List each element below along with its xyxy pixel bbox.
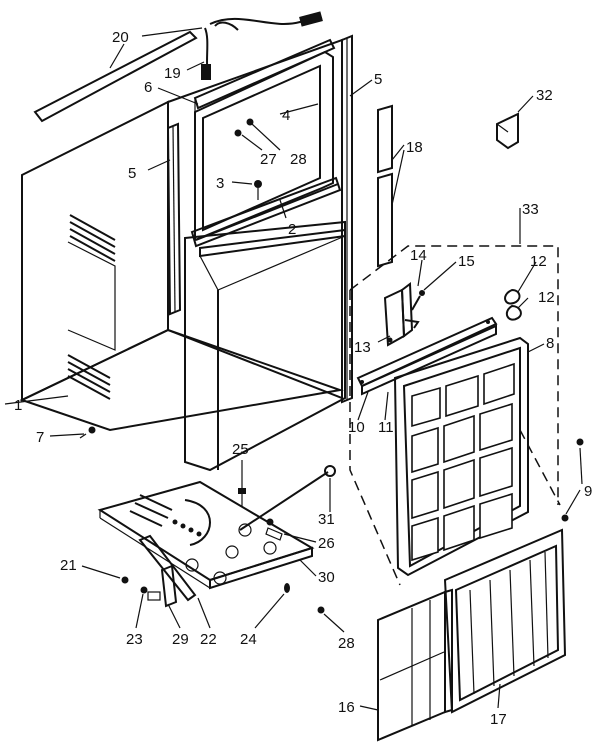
screw-7 — [79, 426, 96, 439]
callout-22: 22 — [200, 631, 217, 648]
base-pan-30 — [97, 480, 315, 590]
screw-27 — [234, 129, 242, 137]
callout-30: 30 — [318, 569, 335, 586]
curtain-grid — [411, 362, 515, 562]
screw-26 — [265, 518, 283, 541]
screw-9-lower — [561, 514, 569, 522]
callout-5-left: 5 — [128, 165, 136, 182]
callout-6: 6 — [144, 79, 152, 96]
curtain-frame-8 — [393, 336, 529, 577]
callout-9: 9 — [584, 483, 592, 500]
bracket-32 — [496, 112, 519, 150]
window-frame-4 — [193, 38, 336, 242]
callout-31: 31 — [318, 511, 335, 528]
callout-7: 7 — [36, 429, 44, 446]
callout-25: 25 — [232, 441, 249, 458]
callout-18: 18 — [406, 139, 423, 156]
screw-25 — [238, 488, 246, 506]
screw-9-upper — [576, 438, 584, 446]
rail-10-11 — [356, 316, 498, 396]
screw-28-top — [246, 118, 254, 126]
callout-2: 2 — [288, 221, 296, 238]
side-channel-5-left — [166, 122, 182, 316]
callout-10: 10 — [348, 419, 365, 436]
cross-bar-2 — [190, 176, 342, 248]
callout-1: 1 — [14, 397, 22, 414]
screw-21 — [121, 576, 129, 584]
callout-12-lower: 12 — [538, 289, 555, 306]
cabinet-vents — [67, 214, 116, 400]
foam-strip-18-lower — [377, 172, 393, 268]
callout-11: 11 — [378, 419, 394, 436]
support-bracket-22 — [138, 534, 197, 608]
top-rail-20 — [33, 30, 198, 123]
bracket-13-14-15 — [383, 282, 425, 347]
callout-33: 33 — [522, 201, 539, 218]
callout-26: 26 — [318, 535, 335, 552]
callout-labels: 20 19 6 4 5 5 3 2 27 28 18 32 33 14 15 1… — [14, 29, 592, 728]
callout-21: 21 — [60, 557, 77, 574]
callout-14: 14 — [410, 247, 427, 264]
callout-15: 15 — [458, 253, 475, 270]
clip-12-upper — [504, 288, 521, 305]
side-panel-16 — [377, 588, 453, 742]
screw-23 — [140, 586, 148, 594]
cabinet-shell-1 — [19, 38, 344, 432]
power-cord-19 — [201, 11, 323, 80]
callout-32: 32 — [536, 87, 553, 104]
callout-23: 23 — [126, 631, 143, 648]
callout-16: 16 — [338, 699, 355, 716]
screw-3 — [254, 180, 262, 200]
callout-20: 20 — [112, 29, 129, 46]
callout-12-upper: 12 — [530, 253, 547, 270]
filter-panel-17 — [443, 528, 567, 714]
partition-panel — [184, 220, 346, 472]
callout-8: 8 — [546, 335, 554, 352]
callout-17: 17 — [490, 711, 507, 728]
foam-strip-18-upper — [377, 104, 393, 174]
callout-3: 3 — [216, 175, 224, 192]
clip-12-lower — [505, 304, 522, 321]
callout-19: 19 — [164, 65, 181, 82]
callout-28-bottom: 28 — [338, 635, 355, 652]
leader-lines — [4, 27, 583, 711]
callout-13: 13 — [354, 339, 371, 356]
extension-assembly-33 — [349, 245, 561, 586]
clip-24 — [284, 583, 290, 593]
rod-31 — [239, 465, 336, 531]
callout-29: 29 — [172, 631, 189, 648]
screw-28-bottom — [317, 606, 325, 614]
callout-5-right: 5 — [374, 71, 382, 88]
callout-4: 4 — [282, 107, 290, 124]
callout-24: 24 — [240, 631, 257, 648]
callout-28-top: 28 — [290, 151, 307, 168]
callout-27: 27 — [260, 151, 277, 168]
